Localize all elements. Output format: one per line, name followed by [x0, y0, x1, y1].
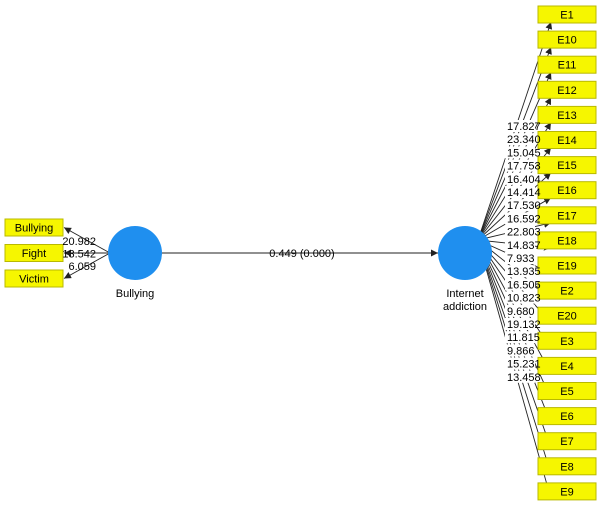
- indicator-box-e3[interactable]: [537, 331, 597, 350]
- loading-label-bg-e4: [505, 304, 535, 317]
- loading-label-bg-e19: [505, 252, 535, 264]
- indicator-label-e7: E7: [560, 436, 573, 448]
- loading-label-bg-e8: [505, 357, 535, 370]
- indicator-box-e10[interactable]: [537, 30, 597, 49]
- indicator-box-e9[interactable]: [537, 482, 597, 501]
- loading-label-e2: 13.935: [507, 266, 541, 278]
- indicator-box-e12[interactable]: [537, 80, 597, 99]
- loading-label-e11: 15.045: [507, 147, 541, 159]
- loading-label-e18: 14.837: [507, 240, 541, 252]
- indicator-box-e14[interactable]: [537, 131, 597, 149]
- indicator-label-e17: E17: [557, 210, 577, 222]
- loading-label-e19: 7.933: [507, 253, 535, 265]
- indicator-box-e13[interactable]: [537, 105, 597, 124]
- latent-bullying-node[interactable]: [108, 226, 162, 280]
- loading-label-bg-e15: [505, 199, 535, 212]
- indicator-label-e3: E3: [560, 336, 573, 348]
- loading-label-e1: 17.827: [507, 121, 541, 133]
- indicator-box-e6[interactable]: [537, 407, 597, 426]
- structural-path-label: 0.449 (0.000): [269, 248, 334, 260]
- indicator-box-e15[interactable]: [537, 156, 597, 175]
- loading-label-victim: 6.059: [68, 261, 96, 273]
- latent-internet-addiction-label-line1: Internet: [446, 288, 483, 300]
- loading-label-bg-e10: [505, 133, 535, 146]
- indicator-label-e13: E13: [557, 110, 577, 122]
- indicator-label-e14: E14: [557, 135, 577, 147]
- indicator-label-e2: E2: [560, 286, 573, 298]
- loading-label-bg-e9: [505, 370, 535, 383]
- loading-label-bg-e7: [505, 344, 535, 357]
- latent-bullying-label: Bullying: [116, 288, 155, 300]
- loading-label-bg-e5: [505, 318, 535, 330]
- indicator-label-e1: E1: [560, 10, 573, 22]
- loading-label-bg-e1: [505, 120, 535, 132]
- loading-label-bg-e11: [505, 146, 535, 159]
- indicator-label-fight: Fight: [22, 248, 46, 260]
- loading-label-e12: 17.753: [507, 161, 541, 173]
- loading-label-bg-e2: [505, 265, 535, 278]
- indicator-label-e4: E4: [560, 361, 573, 373]
- bullying-loading-arrow-bullying: [63, 227, 111, 254]
- indicator-box-e20[interactable]: [537, 306, 597, 325]
- indicator-box-fight[interactable]: [4, 244, 64, 262]
- loading-label-bg-e12: [505, 159, 535, 172]
- indicator-label-e11: E11: [558, 60, 577, 72]
- indicator-box-e2[interactable]: [537, 281, 597, 300]
- indicator-label-e9: E9: [560, 486, 573, 498]
- loading-label-e15: 17.530: [507, 200, 541, 212]
- indicator-label-e6: E6: [560, 411, 573, 423]
- indicator-box-e1[interactable]: [537, 5, 597, 24]
- indicator-label-e15: E15: [557, 160, 577, 172]
- loading-label-e9: 13.458: [507, 372, 541, 384]
- loading-label-e10: 23.340: [507, 134, 541, 146]
- indicator-label-e18: E18: [557, 235, 577, 247]
- loading-label-e17: 22.803: [507, 227, 541, 239]
- indicator-box-e19[interactable]: [537, 256, 597, 275]
- loading-label-bg-e18: [505, 238, 535, 251]
- loading-label-e20: 16.505: [507, 279, 541, 291]
- indicator-box-e4[interactable]: [537, 356, 597, 375]
- bullying-loading-arrow-victim: [63, 252, 111, 279]
- loading-label-bg-e20: [505, 278, 535, 291]
- indicator-box-victim[interactable]: [4, 269, 64, 288]
- loading-label-e8: 15.231: [507, 359, 541, 371]
- loading-label-e6: 11.815: [507, 332, 540, 344]
- loading-label-e13: 16.404: [507, 174, 541, 186]
- loading-label-bg-e14: [505, 186, 535, 198]
- indicator-label-e10: E10: [557, 35, 577, 47]
- loading-label-e7: 9.866: [507, 345, 535, 357]
- loading-label-e3: 10.823: [507, 293, 541, 305]
- indicator-box-e16[interactable]: [537, 181, 597, 200]
- indicator-box-e7[interactable]: [537, 432, 597, 451]
- indicator-box-e11[interactable]: [537, 55, 597, 74]
- loading-label-bg-e17: [505, 225, 535, 238]
- loading-label-fight: 13.542: [62, 249, 96, 261]
- loading-label-bg-e16: [505, 212, 535, 225]
- loading-label-e5: 19.132: [507, 319, 541, 331]
- indicator-label-e19: E19: [557, 261, 577, 273]
- loading-label-bullying: 20.982: [62, 236, 96, 248]
- indicator-box-bullying[interactable]: [4, 218, 64, 237]
- latent-internet-addiction-node[interactable]: [438, 226, 492, 280]
- indicator-label-e8: E8: [560, 461, 573, 473]
- loading-label-e14: 14.414: [507, 187, 541, 199]
- indicator-label-e20: E20: [557, 311, 577, 323]
- loading-label-bg-e6: [505, 331, 535, 344]
- loading-label-bg-e3: [505, 291, 535, 304]
- indicator-label-victim: Victim: [19, 274, 49, 286]
- loading-label-e16: 16.592: [507, 213, 541, 225]
- latent-internet-addiction-label-line2: addiction: [443, 301, 487, 313]
- indicator-label-bullying: Bullying: [15, 223, 54, 235]
- indicator-box-e17[interactable]: [537, 206, 597, 225]
- indicator-box-e8[interactable]: [537, 457, 597, 476]
- indicator-label-e16: E16: [557, 185, 577, 197]
- indicator-label-e12: E12: [557, 85, 577, 97]
- indicator-box-e18[interactable]: [537, 231, 597, 250]
- loading-label-e4: 9.680: [507, 306, 535, 318]
- indicator-label-e5: E5: [560, 386, 573, 398]
- indicator-box-e5[interactable]: [537, 382, 597, 400]
- loading-label-bg-e13: [505, 172, 535, 185]
